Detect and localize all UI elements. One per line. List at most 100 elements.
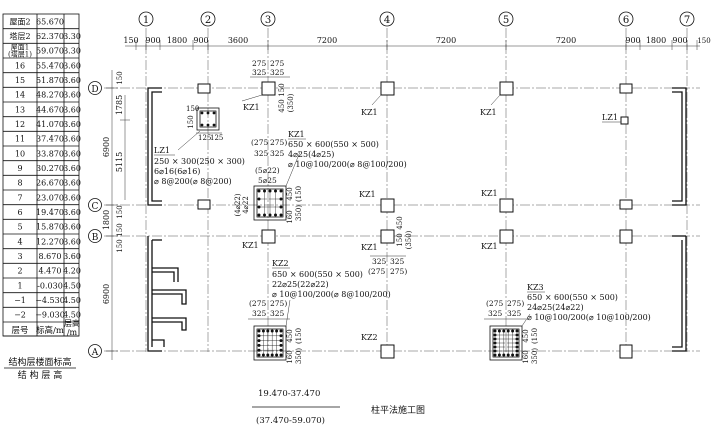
table-floor-20: −2: [14, 311, 26, 320]
table-elev-18: -0.030: [37, 281, 63, 290]
kz1-dim-275a: (275: [251, 138, 268, 147]
table-height-18: 4.50: [63, 281, 81, 290]
kz2-dim-160: 160: [286, 350, 294, 363]
table-height-8: 3.60: [63, 135, 81, 144]
kz3-dim-350p: 350): [531, 348, 539, 364]
kz3-rebar: [515, 329, 519, 333]
table-height-14: 3.60: [63, 223, 81, 232]
table-floor-10: 9: [17, 164, 22, 173]
lz1-dim-150b: 150: [186, 105, 199, 113]
table-elev-16: 8.670: [39, 252, 62, 261]
kz2-spec: KZ2 650 × 600(550 × 500) 22⌀25(22⌀22) ⌀ …: [248, 259, 391, 364]
table-floor-3: 16: [15, 61, 25, 70]
kz3-spec-3: ⌀ 10@100/200(⌀ 10@100/200): [527, 313, 651, 322]
kz3-dim-150p: (150: [531, 328, 539, 344]
kz1-spec: (275 275) 325 325 KZ1 650 × 600(550 × 50…: [234, 130, 407, 224]
kz2-dim-325a: 325: [252, 309, 267, 318]
dim-top-3: 900: [193, 36, 208, 45]
dim-left-150d: 150: [116, 239, 124, 252]
kz3-dim-450: 450: [522, 329, 530, 342]
kz3-dim-275a: (275: [486, 299, 503, 308]
kz2-spec-1: 650 × 600(550 × 500): [272, 270, 363, 279]
axis-label-4: 4: [384, 15, 390, 26]
dim-top-11: 150: [697, 37, 710, 45]
table-height-20: 4.50: [63, 311, 81, 320]
d3-dim-450: 450: [278, 99, 286, 112]
table-elev-4: 51.870: [36, 76, 64, 85]
column-labels: KZ1 KZ1 KZ1 KZ1 KZ1 KZ1 KZ1 KZ1 KZ2 LZ1: [241, 94, 621, 342]
lz1-label-d6: LZ1: [602, 113, 618, 122]
kz2-spec-2: 22⌀25(22⌀22): [272, 280, 329, 289]
kz1-side-3: 4⌀22: [242, 196, 250, 214]
table-floor-1: 塔层2: [9, 31, 30, 41]
axis-label-A: A: [91, 348, 99, 358]
kz3-dim-160: 160: [522, 350, 530, 363]
kz1-dim-150p: (150: [295, 186, 303, 202]
footer-range-1: 19.470-37.470: [258, 389, 320, 399]
table-height-11: 3.60: [63, 179, 81, 188]
axis-label-D: D: [91, 85, 98, 95]
kz2-dim-275a: (275: [249, 299, 266, 308]
kz1-label-d3: KZ1: [243, 103, 260, 112]
kz1-rebar: [257, 189, 261, 193]
kz1-dim-450: 450: [286, 187, 294, 200]
table-floor2-2: (塔层1): [8, 50, 32, 59]
kz1-spec-1: 650 × 600(550 × 500): [288, 140, 379, 149]
lz1-dim-150a: 150: [187, 115, 195, 128]
table-height-6: 3.60: [63, 105, 81, 114]
top-dimension-line: 150 900 1800 900 3600 7200 7200 7200 900…: [123, 36, 711, 50]
table-floor-14: 5: [17, 223, 22, 232]
kz1-dim-350p: 350): [295, 205, 303, 221]
table-floor-6: 13: [15, 105, 25, 114]
dim-top-5: 7200: [317, 36, 337, 45]
dim-top-4: 3600: [228, 36, 248, 45]
kz1-dim-275b: 275): [270, 138, 287, 147]
kz3-dim-325a: 325: [488, 309, 503, 318]
kz1-rebar: [279, 213, 283, 217]
table-height-13: 3.60: [63, 208, 81, 217]
d3-dim-325a: 325: [252, 68, 267, 77]
kz3-rebar: [493, 353, 497, 357]
table-height-7: 3.60: [63, 120, 81, 129]
column-d3-dims: 275 275 325 325 150 450 (350): [250, 59, 295, 113]
table-header-floor: 层号: [11, 326, 28, 336]
drawing-footer: 19.470-37.470 (37.470-59.070) 柱平法施工图: [252, 389, 425, 426]
kz1-dim-325b: 325: [270, 149, 285, 158]
kz1-spec-2: 4⌀25(4⌀25): [288, 150, 334, 159]
kz1-side-2: (4⌀22): [234, 193, 242, 216]
table-height-3: 3.60: [63, 61, 81, 70]
b4-dim-325a: 325: [372, 257, 387, 266]
d3-dim-325b: 325: [270, 68, 285, 77]
table-elev-12: 23.070: [36, 193, 64, 202]
kz1-label-d4: KZ1: [361, 108, 378, 117]
table-elev-20: −9.030: [35, 311, 65, 320]
table-elev-0: 65.670: [36, 17, 64, 26]
columns: [197, 81, 633, 359]
shear-walls: [147, 87, 687, 352]
table-height-2: 3.30: [63, 47, 81, 56]
table-caption-height: 结 构 层 高: [18, 369, 63, 381]
lz1-dim-125a: 125: [198, 134, 211, 142]
drawing-title: 柱平法施工图: [371, 404, 425, 416]
dim-top-8: 900: [625, 36, 640, 45]
kz2-rebar: [279, 353, 283, 357]
d3-dim-150: 150: [278, 83, 286, 96]
dim-top-0: 150: [123, 36, 138, 45]
kz3-spec-1: 650 × 600(550 × 500): [527, 293, 618, 302]
kz1-rebar: [257, 213, 261, 217]
table-height-1: 3.30: [63, 32, 81, 41]
axis-label-7: 7: [684, 15, 690, 26]
kz2-rebar: [279, 329, 283, 333]
table-elev-19: −4.530: [35, 296, 65, 305]
table-elev-10: 30.270: [36, 164, 64, 173]
kz1-label-b5: KZ1: [481, 242, 498, 251]
kz1-rebar: [279, 189, 283, 193]
d3-dim-275a: 275: [252, 59, 267, 68]
kz1-label-c5: KZ1: [481, 189, 498, 198]
dim-top-2: 1800: [167, 36, 187, 45]
table-height-19: 4.50: [63, 296, 81, 305]
table-height-5: 3.60: [63, 91, 81, 100]
